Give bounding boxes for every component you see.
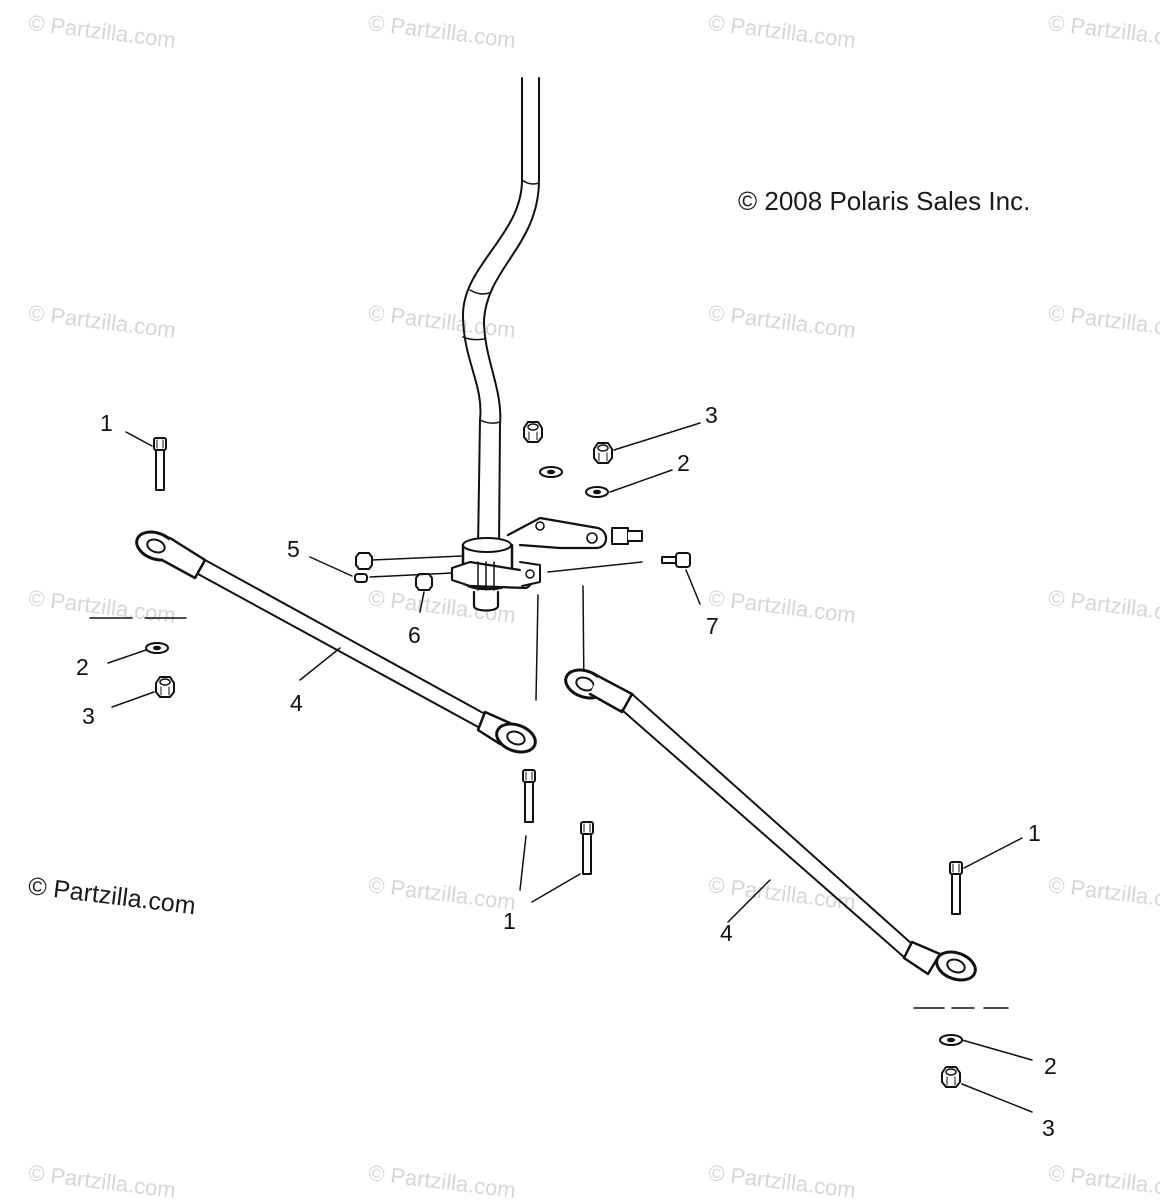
callout-4: 4 (290, 690, 303, 716)
callout-3: 3 (82, 703, 95, 729)
callout-1: 1 (1028, 820, 1041, 846)
bolt-7 (661, 552, 691, 568)
nut (155, 676, 175, 698)
callout-5: 5 (287, 536, 300, 562)
bolt (949, 861, 963, 915)
small-nut (415, 573, 433, 591)
tie-rod-right (564, 668, 977, 982)
grease-fitting (355, 552, 373, 570)
nut (941, 1066, 961, 1088)
callout-3: 3 (705, 402, 718, 428)
callout-6: 6 (408, 622, 421, 648)
bolt (153, 437, 167, 491)
bracket-bolt (611, 527, 643, 545)
callout-4: 4 (720, 920, 733, 946)
zerk-fitting (354, 573, 368, 583)
callout-2: 2 (1044, 1053, 1057, 1079)
callout-1: 1 (100, 410, 113, 436)
callout-2: 2 (76, 654, 89, 680)
copyright-notice: © 2008 Polaris Sales Inc. (738, 186, 1031, 216)
nut (523, 421, 543, 443)
washer (539, 466, 563, 478)
nut (593, 442, 613, 464)
pitman-arm (450, 516, 608, 612)
washer (145, 642, 169, 654)
callout-1: 1 (503, 908, 516, 934)
steering-shaft (462, 77, 523, 549)
callout-7: 7 (706, 613, 719, 639)
leader-lines (107, 422, 1033, 1113)
callout-2: 2 (677, 450, 690, 476)
tie-rod-left (135, 530, 537, 754)
washer (939, 1034, 963, 1046)
callout-3: 3 (1042, 1115, 1055, 1141)
washer (585, 486, 609, 498)
bolt (522, 769, 536, 823)
bolt (580, 821, 594, 875)
